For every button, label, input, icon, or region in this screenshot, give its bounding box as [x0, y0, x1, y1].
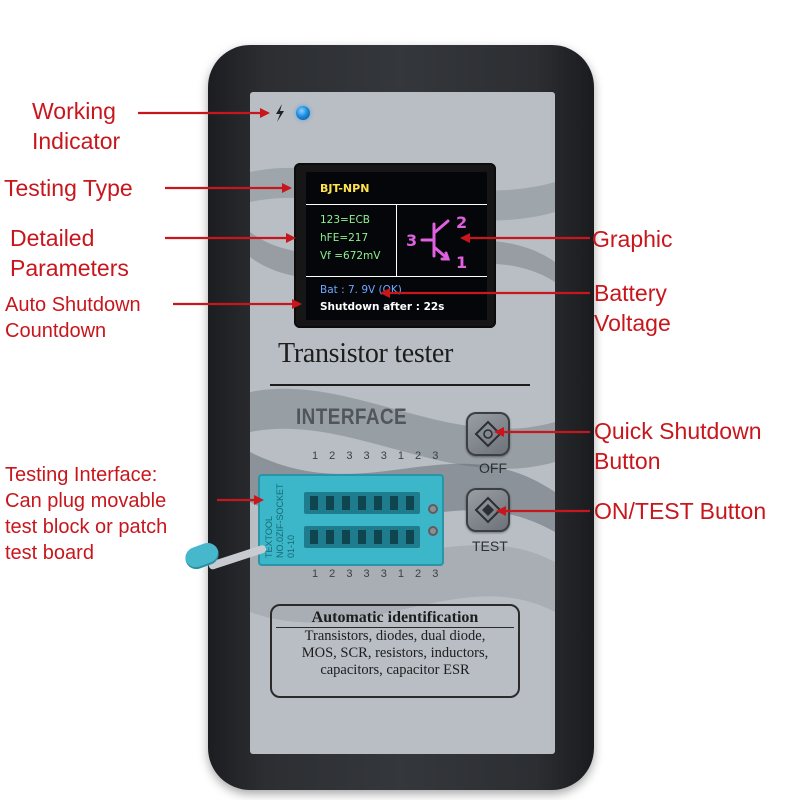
callout-line: Countdown [5, 320, 107, 342]
pin-numbers-top: 1 2 3 3 3 1 2 3 [312, 450, 443, 462]
callout-line: Working [32, 98, 116, 124]
npn-transistor-symbol-icon: 3 2 1 [406, 213, 467, 272]
lcd-screen: BJT-NPN 123=ECB hFE=217 Vf =672mV 3 2 1 … [306, 172, 487, 320]
callout-line: Battery [594, 280, 667, 306]
pin-numbers-bottom: 1 2 3 3 3 1 2 3 [312, 568, 443, 580]
power-diamond-icon [474, 420, 502, 448]
graphic-pin-collector: 2 [456, 213, 467, 232]
test-diamond-icon [474, 496, 502, 524]
quick-shutdown-button[interactable] [466, 412, 510, 456]
socket-model: NO.0ZIF-SOCKET 01-10 [275, 483, 296, 558]
screen-divider [306, 276, 487, 277]
callout-line: Parameters [10, 255, 129, 281]
test-button-label: TEST [472, 538, 508, 554]
callout-graphic: Graphic [592, 226, 673, 252]
callout-auto-shutdown: Auto Shutdown Countdown [5, 292, 141, 344]
callout-line: Indicator [32, 128, 121, 154]
info-line: capacitors, capacitor ESR [320, 662, 470, 678]
callout-line: Button [594, 448, 661, 474]
zif-test-socket[interactable]: TEXTOOL NO.0ZIF-SOCKET 01-10 [258, 474, 444, 566]
callout-battery-voltage: Battery Voltage [594, 278, 671, 338]
callout-line: test board [5, 542, 94, 564]
callout-line: test block or patch [5, 516, 168, 538]
info-line: Transistors, diodes, dual diode, [304, 628, 486, 644]
working-indicator-led [296, 106, 310, 120]
brand-title: Transistor tester [270, 338, 530, 386]
graphic-pin-emitter: 1 [456, 253, 467, 272]
screen-battery-voltage: Bat : 7. 9V (OK) [320, 284, 402, 296]
callout-line: Can plug movable [5, 490, 167, 512]
graphic-pin-base: 3 [406, 231, 417, 250]
callout-testing-interface: Testing Interface: Can plug movable test… [5, 462, 167, 566]
info-title: Automatic identification [276, 608, 514, 628]
screen-param-hfe: hFE=217 [320, 232, 369, 244]
socket-brand-label: TEXTOOL NO.0ZIF-SOCKET 01-10 [264, 482, 296, 558]
on-test-button[interactable] [466, 488, 510, 532]
callout-line: Testing Interface: [5, 464, 158, 486]
lightning-bolt-icon [276, 104, 284, 122]
callout-testing-type: Testing Type [4, 175, 133, 201]
callout-quick-shutdown: Quick Shutdown Button [594, 416, 761, 476]
screen-shutdown-countdown: Shutdown after : 22s [320, 301, 445, 313]
socket-pin-slots [304, 492, 420, 548]
socket-screw [428, 526, 438, 536]
info-line: MOS, SCR, resistors, inductors, [301, 645, 489, 661]
interface-title: INTERFACE [296, 404, 408, 429]
screen-param-pinout: 123=ECB [320, 214, 371, 226]
callout-detailed-parameters: Detailed Parameters [10, 223, 129, 283]
screen-param-vf: Vf =672mV [320, 250, 381, 262]
screen-divider [396, 204, 397, 276]
callout-line: Voltage [594, 310, 671, 336]
callout-line: Quick Shutdown [594, 418, 762, 444]
callout-working-indicator: Working Indicator [32, 96, 120, 156]
off-button-label: OFF [479, 460, 507, 476]
callout-on-test-button: ON/TEST Button [594, 498, 767, 524]
screen-testing-type: BJT-NPN [320, 182, 370, 195]
identification-info-box: Automatic identification Transistors, di… [270, 604, 520, 698]
callout-line: Auto Shutdown [5, 294, 141, 316]
socket-screw [428, 504, 438, 514]
callout-line: Detailed [10, 225, 95, 251]
